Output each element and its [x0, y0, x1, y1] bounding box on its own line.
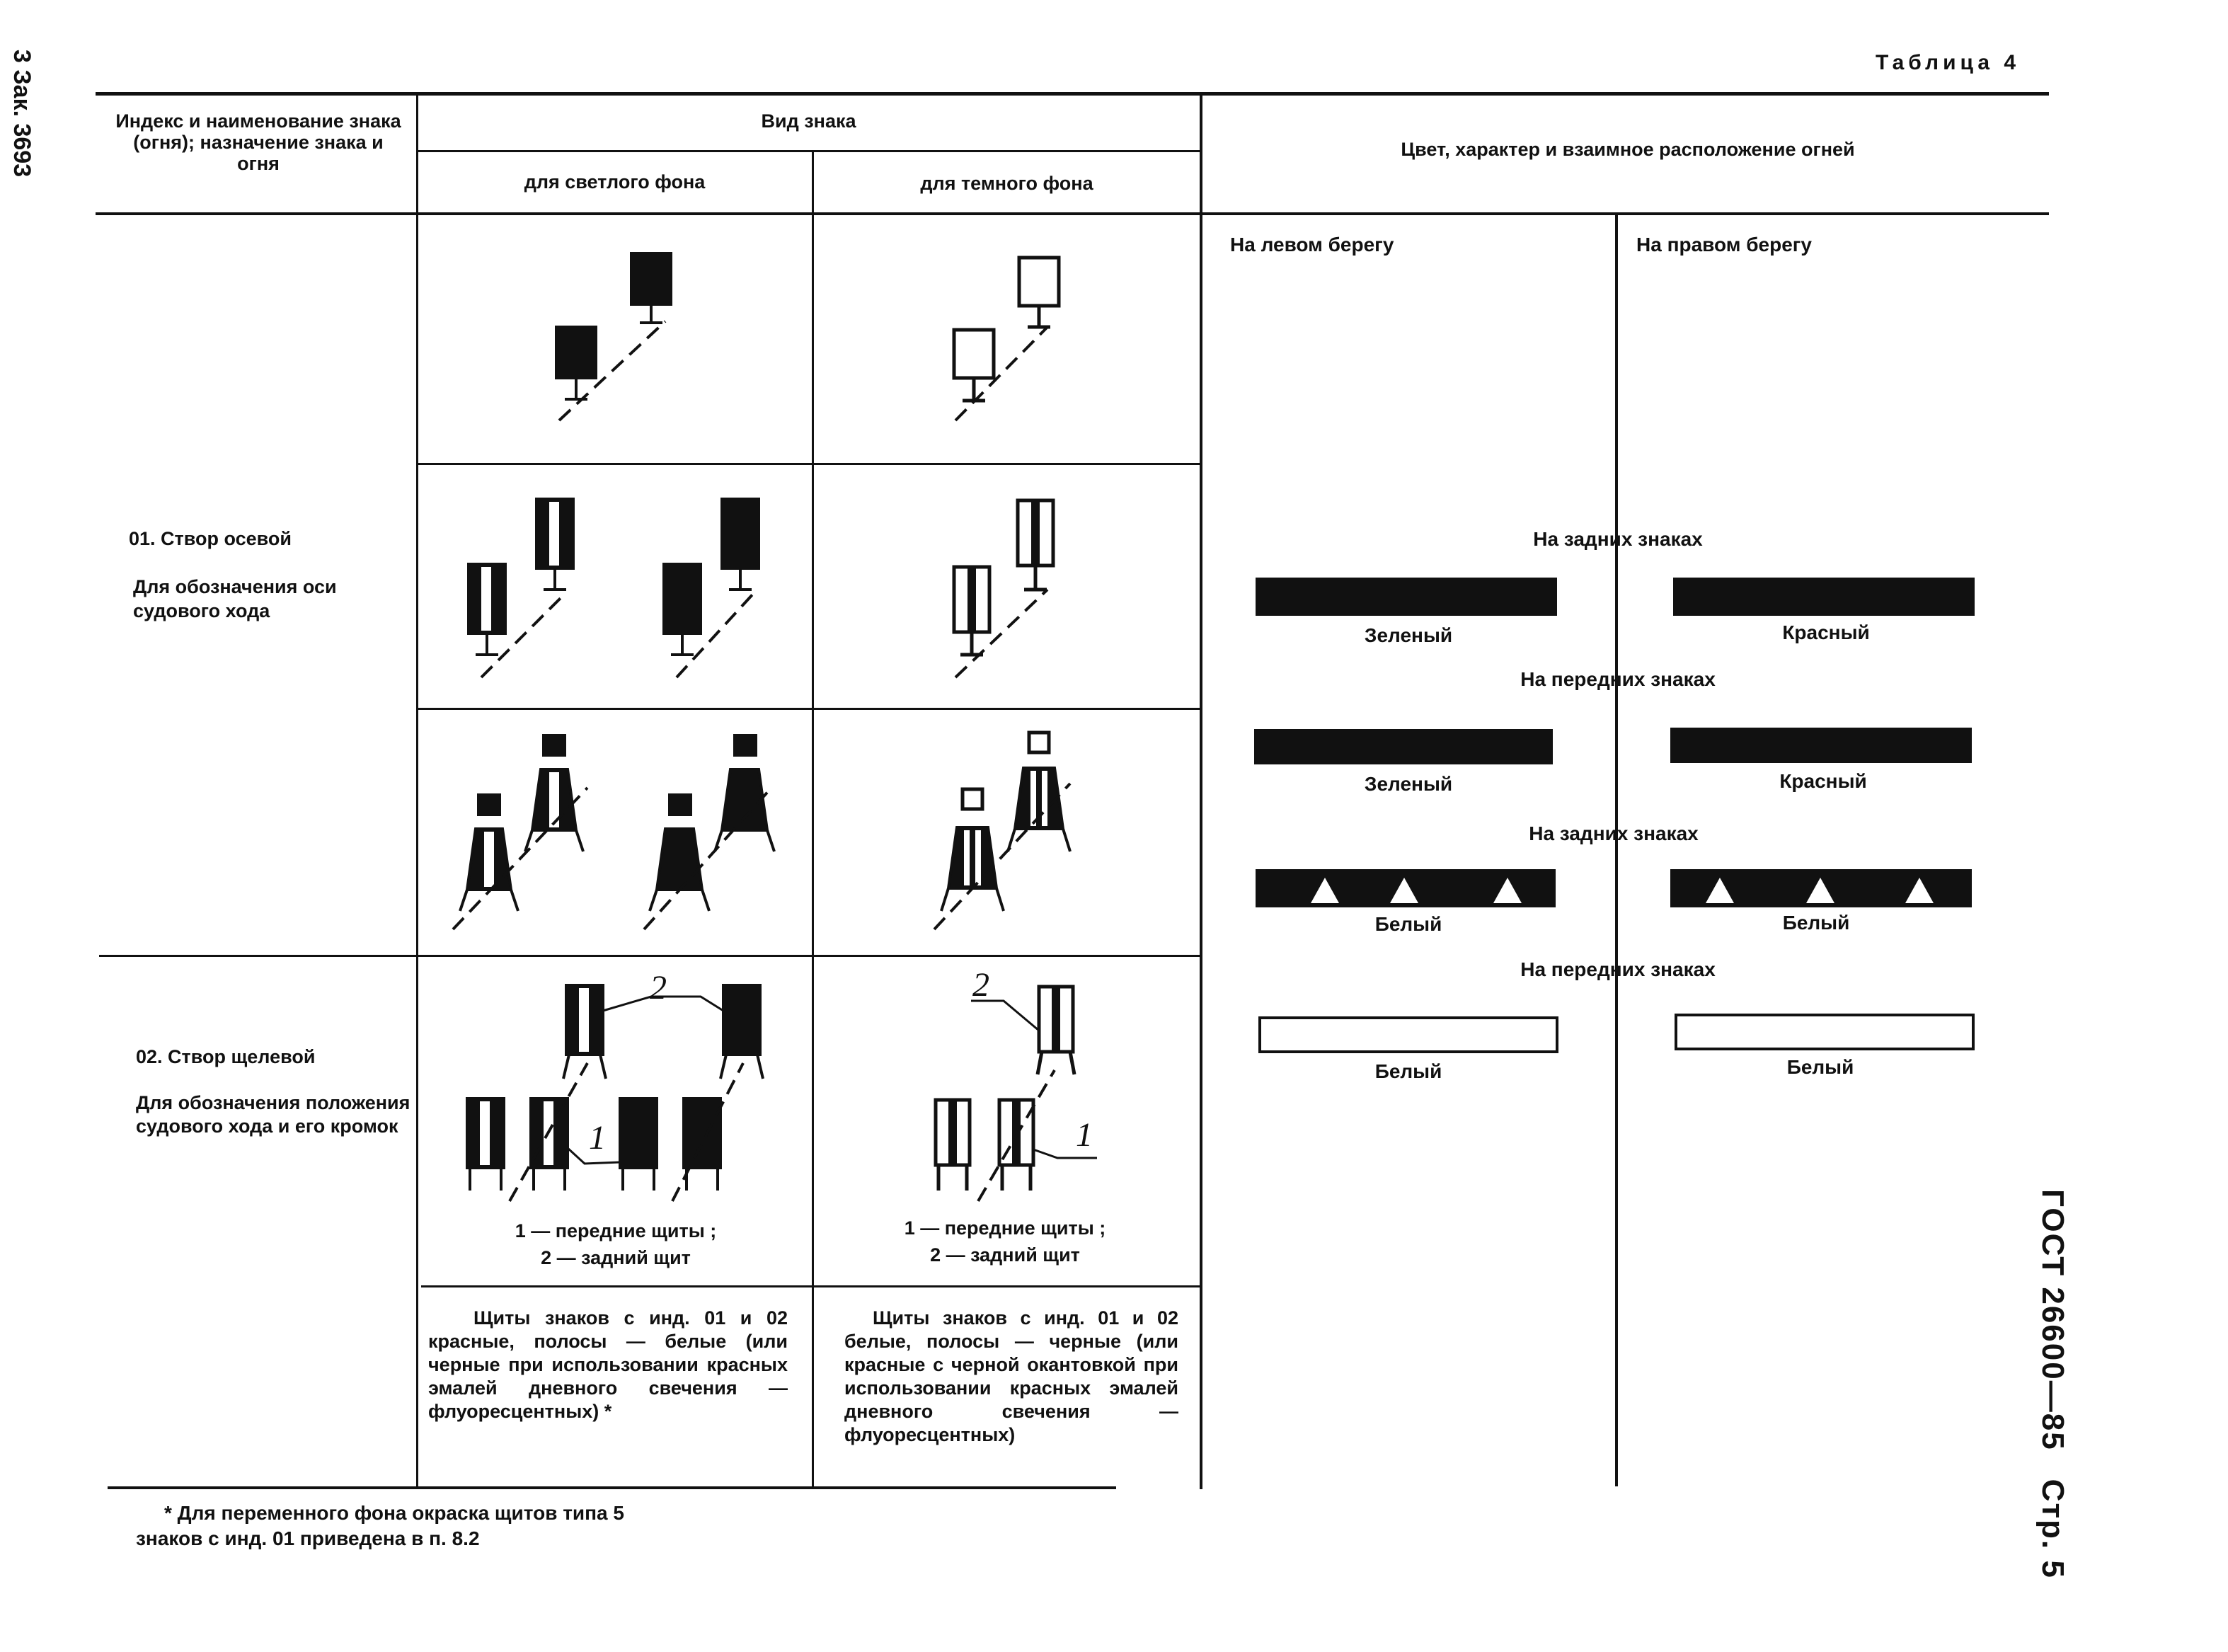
slit-label-1-light: 1	[589, 1119, 606, 1157]
col-rule-3	[1200, 92, 1202, 1489]
table-top-rule	[96, 92, 2049, 96]
slit-label-2-light: 2	[650, 969, 667, 1006]
header-view: Вид знака	[761, 110, 856, 132]
dark-sign-trestle-pair	[933, 730, 1072, 931]
left-bank-heading: На левом берегу	[1230, 234, 1394, 256]
light-color-right-4: Белый	[1786, 1056, 1854, 1078]
row-rule-2	[418, 708, 1200, 710]
header-dark-bg: для темного фона	[920, 173, 1093, 194]
light-color-right-3: Белый	[1782, 912, 1850, 934]
lights-heading-1: На задних знаках	[1533, 528, 1703, 550]
flash-mark	[1905, 878, 1934, 903]
light-color-left-3: Белый	[1374, 913, 1442, 935]
light-sign-trestle-pairs	[452, 734, 776, 931]
light-color-left-1: Зеленый	[1364, 624, 1453, 646]
legend-back: 2 — задний щит	[541, 1247, 691, 1268]
light-color-left-4: Белый	[1374, 1060, 1442, 1082]
legend-back: 2 — задний щит	[930, 1244, 1080, 1266]
header-colors: Цвет, характер и взаимное расположение о…	[1401, 139, 1855, 160]
light-bar-right-2	[1670, 728, 1972, 763]
light-sign-square-pair	[555, 252, 672, 422]
table-label: Таблица 4	[1876, 51, 2021, 74]
col-rule-2	[812, 150, 814, 1489]
rear-shield	[630, 252, 672, 306]
right-bank-heading: На правом берегу	[1636, 234, 1813, 256]
table-bottom-rule	[108, 1486, 1116, 1489]
row01-desc: Для обозначения оси судового хода	[133, 576, 337, 621]
light-bar-right-4	[1675, 1014, 1975, 1050]
flash-mark	[1806, 878, 1834, 903]
lights-heading-3: На задних знаках	[1529, 822, 1699, 844]
light-bar-left-4	[1258, 1016, 1558, 1053]
flash-mark	[1311, 878, 1339, 903]
light-bar-left-1	[1256, 578, 1557, 616]
header-light-bg: для светлого фона	[524, 171, 706, 193]
slit-label-2-dark: 2	[972, 966, 989, 1004]
front-shield	[555, 326, 597, 379]
dark-sign-striped-pair	[952, 498, 1055, 679]
light-bar-right-1	[1673, 578, 1975, 616]
header-bottom-rule	[96, 212, 2049, 215]
legend-front: 1 — передние щиты ;	[515, 1220, 717, 1241]
light-sign-striped-pairs	[467, 498, 760, 679]
row02-title: 02. Створ щелевой	[136, 1046, 316, 1067]
row-rule-3	[99, 955, 1200, 957]
col-rule-1	[416, 92, 418, 1489]
note-light-bg: Щиты знаков с инд. 01 и 02 красные, поло…	[428, 1307, 788, 1422]
gost-code: ГОСТ 26600—85	[2035, 1189, 2070, 1451]
note-dark-bg: Щиты знаков с инд. 01 и 02 белые, полосы…	[844, 1307, 1178, 1445]
dark-sign-slit	[934, 985, 1097, 1203]
legend-front: 1 — передние щиты ;	[904, 1217, 1106, 1239]
light-color-right-2: Красный	[1779, 770, 1867, 792]
header-index-name: Индекс и наименование знака (огня); назн…	[115, 110, 401, 174]
lights-heading-2: На передних знаках	[1520, 668, 1716, 690]
row-rule-4	[421, 1285, 1200, 1287]
flash-mark	[1706, 878, 1734, 903]
slit-label-1-dark: 1	[1076, 1116, 1093, 1154]
gost-page: Стр. 5	[2035, 1479, 2070, 1579]
gost-header: ГОСТ 26600—85Стр. 5	[2035, 1189, 2070, 1579]
footnote: * Для переменного фона окраска щитов тип…	[136, 1502, 624, 1549]
dark-sign-square-pair	[952, 256, 1061, 422]
flash-mark	[1493, 878, 1522, 903]
flash-marks-right	[1706, 878, 1934, 903]
bank-divider	[1615, 212, 1618, 1486]
order-number: 3 Зак. 3693	[8, 50, 35, 178]
light-bar-left-2	[1254, 729, 1553, 764]
view-header-rule	[418, 150, 1200, 152]
row01-title: 01. Створ осевой	[129, 528, 292, 549]
flash-mark	[1390, 878, 1418, 903]
legend-dark: 1 — передние щиты ; 2 — задний щит	[885, 1215, 1125, 1268]
light-sign-slit-legs	[469, 1062, 745, 1202]
row-rule-1	[418, 463, 1200, 465]
light-color-left-2: Зеленый	[1364, 773, 1453, 795]
lights-heading-4: На передних знаках	[1520, 958, 1716, 980]
row02-desc: Для обозначения положения судового хода …	[136, 1092, 410, 1137]
flash-marks-left	[1311, 878, 1522, 903]
light-color-right-1: Красный	[1782, 621, 1870, 643]
legend-light: 1 — передние щиты ; 2 — задний щит	[495, 1217, 736, 1271]
